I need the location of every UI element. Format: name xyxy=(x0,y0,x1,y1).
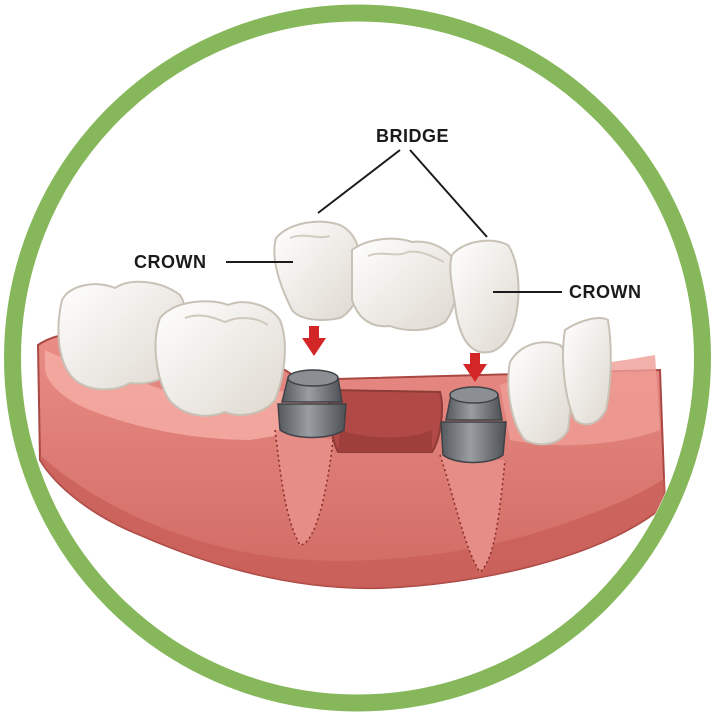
molar-mid-left-cusp xyxy=(184,314,269,326)
incisor-right-1 xyxy=(507,341,573,446)
molar-mid-left xyxy=(154,300,286,417)
leader-bridge-left xyxy=(317,149,401,214)
label-bridge: BRIDGE xyxy=(376,126,450,146)
abutment-left xyxy=(277,369,347,439)
incisor-right-2 xyxy=(562,317,612,426)
arrow-down-icon xyxy=(302,326,326,356)
implant-root-right xyxy=(439,454,506,574)
gum-socket-floor xyxy=(338,430,432,452)
abutment-right xyxy=(440,386,507,464)
arrow-down-icon xyxy=(463,353,487,382)
label-crown-left: CROWN xyxy=(134,252,207,272)
leader-bridge-right xyxy=(409,149,488,238)
implant-root-left xyxy=(274,429,334,546)
gum-front-band xyxy=(40,455,665,589)
bridge-crown-right xyxy=(449,239,520,354)
label-crown-right: CROWN xyxy=(569,282,642,302)
bridge xyxy=(273,220,520,354)
